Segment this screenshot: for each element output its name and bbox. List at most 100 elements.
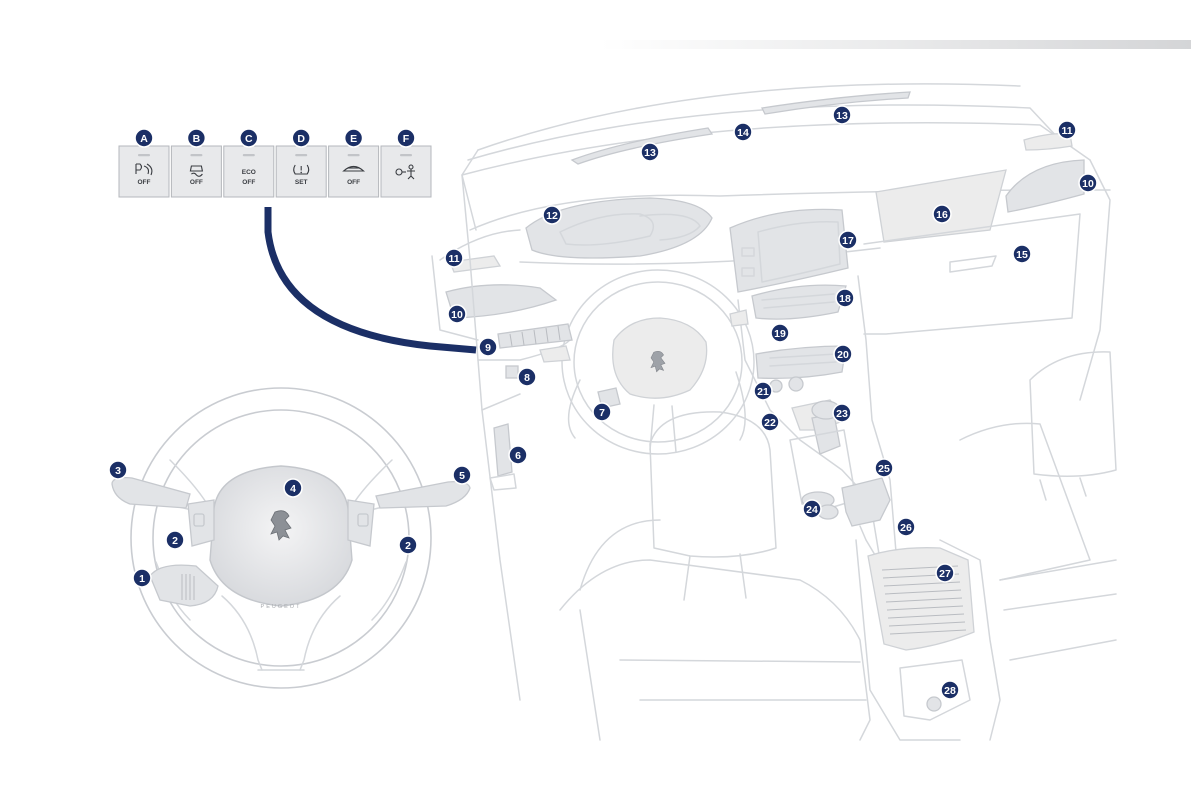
svg-text:12: 12	[546, 210, 558, 222]
key-e-line-2: OFF	[347, 179, 360, 186]
callout-2: 2	[165, 530, 185, 550]
svg-text:5: 5	[459, 470, 465, 482]
callout-23: 23	[832, 403, 852, 423]
callout-24: 24	[802, 499, 822, 519]
switch-badge-e: E	[343, 128, 364, 148]
svg-text:C: C	[245, 133, 253, 145]
callout-18: 18	[835, 288, 855, 308]
switch-panel: A OFF B OFF C ECO OFF D SET E OFF F	[118, 128, 432, 198]
callout-26: 26	[896, 517, 916, 537]
callout-14: 14	[733, 122, 753, 142]
callout-19: 19	[770, 323, 790, 343]
callout-17: 17	[838, 230, 858, 250]
key-c-line-2: OFF	[242, 179, 255, 186]
switch-badge-c: C	[239, 128, 259, 148]
svg-text:1: 1	[139, 573, 145, 585]
panel-connector-line	[264, 207, 477, 354]
park-sensor-icon	[135, 163, 153, 176]
svg-text:E: E	[350, 133, 357, 145]
svg-text:10: 10	[451, 309, 463, 321]
dashboard-outline	[431, 83, 1117, 741]
armrest-grille	[881, 565, 967, 635]
svg-text:11: 11	[448, 253, 459, 265]
callout-11: 11	[444, 248, 464, 268]
svg-text:17: 17	[842, 235, 854, 247]
callout-15: 15	[1012, 244, 1032, 264]
switch-badge-f: F	[396, 128, 416, 148]
svg-text:13: 13	[644, 147, 656, 159]
svg-text:18: 18	[839, 293, 851, 305]
svg-text:19: 19	[774, 328, 786, 340]
svg-text:8: 8	[524, 372, 530, 384]
callout-10: 10	[447, 304, 467, 324]
callout-10-2: 10	[1078, 173, 1098, 193]
svg-text:27: 27	[939, 568, 951, 580]
callout-13: 13	[640, 142, 660, 162]
alarm-icon	[342, 165, 366, 172]
svg-text:13: 13	[836, 110, 848, 122]
callout-2-2: 2	[398, 535, 418, 555]
callout-13-2: 13	[832, 105, 852, 125]
callout-28: 28	[940, 680, 960, 700]
switch-key-c: C ECO OFF	[223, 128, 275, 198]
switch-badge-d: D	[291, 128, 312, 148]
svg-text:15: 15	[1016, 249, 1028, 261]
svg-text:6: 6	[515, 450, 521, 462]
svg-text:20: 20	[837, 349, 849, 361]
callout-21: 21	[753, 381, 773, 401]
callout-25: 25	[874, 458, 894, 478]
svg-text:14: 14	[737, 127, 749, 139]
switch-badge-a: A	[134, 128, 154, 148]
wheel-brand-text: PEUGEOT	[261, 604, 302, 610]
svg-text:2: 2	[172, 535, 178, 547]
callout-9: 9	[478, 337, 498, 357]
switch-key-d: D SET	[275, 128, 327, 198]
svg-text:7: 7	[599, 407, 605, 419]
svg-text:24: 24	[806, 504, 818, 516]
svg-text:28: 28	[944, 685, 956, 697]
tyre-pressure-icon	[293, 164, 310, 175]
callout-16: 16	[932, 204, 952, 224]
svg-text:22: 22	[764, 417, 776, 429]
svg-text:11: 11	[1061, 125, 1072, 137]
key-b-line-2: OFF	[190, 179, 203, 186]
esp-skid-icon	[189, 165, 204, 177]
callout-1: 1	[132, 568, 152, 588]
svg-text:3: 3	[115, 465, 121, 477]
callout-6: 6	[508, 445, 528, 465]
svg-text:D: D	[297, 133, 305, 145]
callout-8: 8	[517, 367, 537, 387]
callout-12: 12	[542, 205, 562, 225]
callout-4: 4	[283, 478, 303, 498]
callout-11-2: 11	[1057, 120, 1077, 140]
callout-20: 20	[833, 344, 853, 364]
svg-text:26: 26	[900, 522, 912, 534]
switch-key-b: B OFF	[170, 128, 222, 198]
svg-text:23: 23	[836, 408, 848, 420]
svg-text:10: 10	[1082, 178, 1094, 190]
steering-wheel-detail: PEUGEOT	[111, 351, 666, 689]
steering-lion-logo-small	[650, 351, 666, 373]
key-c-line-1: ECO	[242, 169, 256, 176]
svg-text:21: 21	[757, 386, 769, 398]
svg-text:B: B	[193, 133, 201, 145]
svg-text:4: 4	[290, 483, 296, 495]
callout-5: 5	[452, 465, 472, 485]
callout-3: 3	[108, 460, 128, 480]
callout-27: 27	[935, 563, 955, 583]
header-bar	[600, 40, 1191, 49]
switch-key-f: F	[380, 128, 432, 198]
key-a-line-2: OFF	[138, 179, 151, 186]
switch-key-e: E OFF	[328, 128, 380, 198]
svg-text:A: A	[140, 133, 148, 145]
svg-text:16: 16	[936, 209, 948, 221]
key-d-line-2: SET	[295, 179, 308, 186]
callout-7: 7	[592, 402, 612, 422]
peugeot-lion-logo	[270, 510, 292, 541]
svg-text:25: 25	[878, 463, 890, 475]
child-lock-icon	[395, 164, 415, 180]
switch-badge-b: B	[186, 128, 207, 148]
